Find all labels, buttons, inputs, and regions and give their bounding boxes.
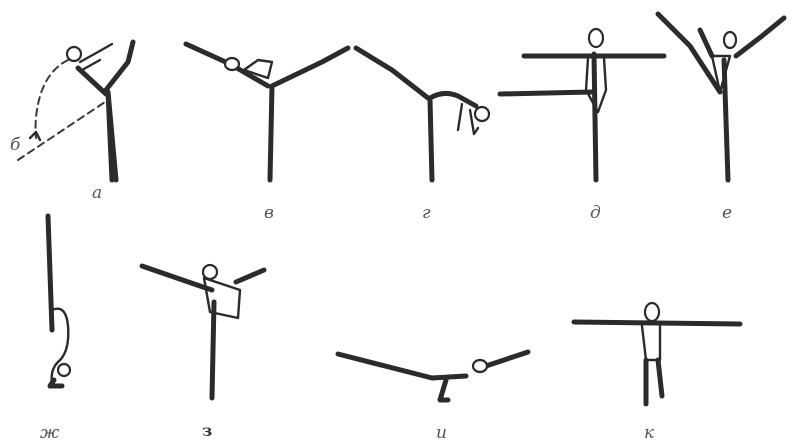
figure-z: з	[139, 263, 267, 440]
figure-a-standing-leg	[105, 89, 119, 183]
figure-z-torso-leg	[202, 276, 242, 320]
figure-a-arms	[78, 42, 114, 72]
figure-label-d: д	[590, 203, 601, 223]
figure-z-standing-leg	[209, 299, 217, 401]
figure-k-arms	[571, 319, 743, 327]
figure-k: к	[571, 301, 743, 443]
figure-label-zh: ж	[40, 423, 60, 443]
figure-label-k: к	[644, 423, 655, 443]
figure-e: е	[655, 11, 787, 223]
figure-g-arms	[456, 102, 480, 136]
figure-g: г	[353, 45, 491, 223]
figure-e-raised-leg	[655, 11, 723, 95]
figure-a: а б	[10, 39, 136, 203]
figure-i-extended-leg	[335, 351, 469, 381]
figure-d: д	[497, 27, 667, 223]
figure-zh-raised-leg	[45, 213, 55, 333]
figure-v-arm-loop	[242, 58, 274, 80]
figure-label-a: а	[92, 183, 102, 203]
figure-d-torso	[584, 56, 608, 114]
figure-g-standing-leg	[427, 97, 435, 183]
figure-z-arm-left	[139, 263, 215, 293]
figure-label-b: б	[10, 135, 21, 155]
figure-z-arm-right	[233, 267, 267, 285]
figure-i: и	[335, 349, 531, 443]
figure-label-i: и	[436, 423, 447, 443]
figure-zh-torso	[50, 307, 70, 386]
figure-a-raised-leg	[103, 39, 136, 93]
figure-d-standing-leg	[591, 51, 599, 183]
figure-v: в	[183, 41, 351, 223]
figure-k-head	[643, 301, 661, 323]
figure-label-g: г	[422, 203, 431, 223]
figure-e-arm-right	[733, 15, 787, 59]
figure-d-raised-leg	[497, 89, 595, 97]
figure-a-dashed-arc	[34, 59, 69, 139]
figure-g-raised-leg	[353, 45, 431, 101]
figure-v-standing-leg	[267, 83, 275, 183]
figure-i-arm	[483, 349, 531, 369]
figure-e-arm-left	[697, 27, 715, 59]
figure-g-head	[473, 105, 491, 123]
figure-e-head	[722, 30, 738, 50]
figure-label-z: з	[202, 421, 212, 440]
figure-a-torso	[75, 65, 109, 97]
figure-label-v: в	[264, 203, 274, 223]
figure-v-raised-leg	[269, 45, 351, 89]
figure-label-e: е	[722, 203, 732, 223]
figure-a-dashed-line	[17, 99, 109, 161]
figure-e-standing-leg	[721, 57, 731, 183]
figure-k-torso	[640, 324, 662, 362]
figure-zh-standing-foot	[47, 377, 65, 389]
figure-a-arrow	[28, 130, 42, 142]
figure-i-support-leg	[437, 377, 451, 403]
figure-k-legs	[643, 357, 665, 407]
figure-z-head	[201, 263, 219, 281]
figure-a-head	[65, 45, 83, 63]
figure-d-head	[587, 27, 605, 49]
figure-v-head	[223, 56, 241, 72]
figure-i-head	[471, 358, 489, 374]
figure-g-torso	[427, 90, 479, 109]
figure-zh: ж	[40, 213, 72, 443]
figure-e-torso	[710, 54, 732, 94]
figure-zh-head	[56, 362, 72, 378]
